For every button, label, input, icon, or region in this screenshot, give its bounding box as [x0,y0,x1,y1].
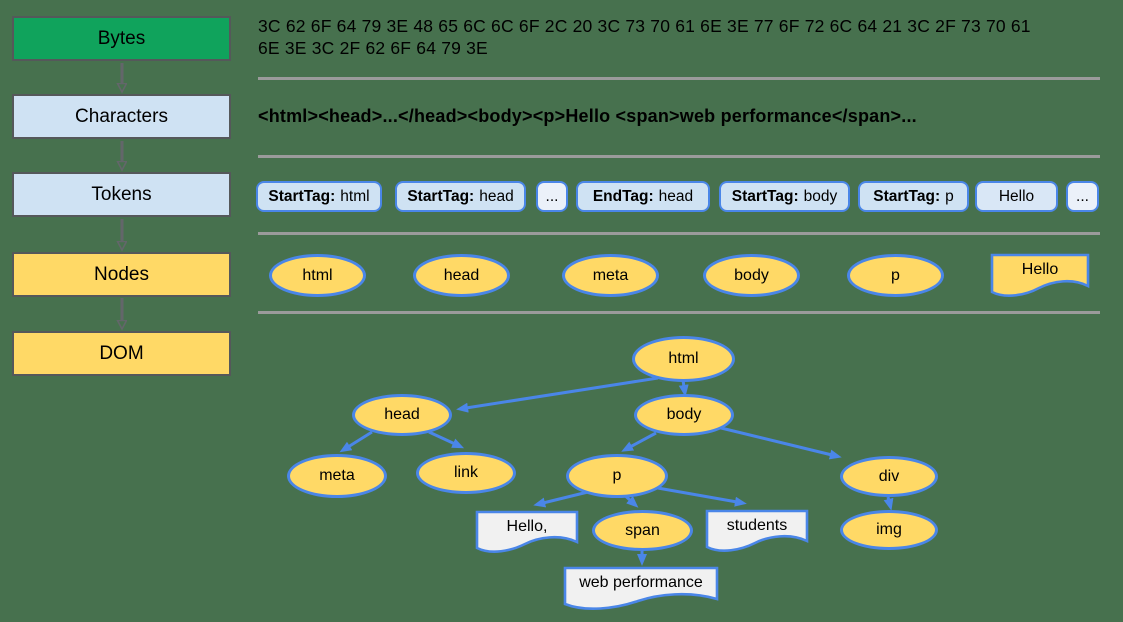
token-label: ... [1076,187,1089,205]
token-label: Hello [998,187,1035,205]
node-p: p [847,254,944,297]
document-shape [475,510,579,553]
characters-markup-text: <html><head>...</head><body><p>Hello <sp… [258,106,917,126]
token-prefix: StartTag: [873,187,941,205]
row-divider-1 [258,77,1100,80]
node-label: meta [592,266,629,284]
dom-node-div: div [840,456,938,497]
pipeline-box-bytes: Bytes [12,16,231,61]
dom-textnode-students: students [705,509,809,555]
pipeline-label-characters: Characters [75,105,168,127]
row-divider-3 [258,232,1100,235]
pipeline-box-tokens: Tokens [12,172,231,217]
token-value: body [803,187,838,205]
node-body: body [703,254,800,297]
dom-node-link: link [416,452,516,494]
dom-node-img: img [840,510,938,550]
edge-head-link [428,430,465,449]
dom-node-head: head [352,394,452,436]
pipeline-label-dom: DOM [99,342,144,364]
token-value: html [340,187,370,205]
pipeline-label-bytes: Bytes [97,27,146,49]
bytes-hex-line-1: 3C 62 6F 64 79 3E 48 65 6C 6C 6F 2C 20 3… [258,16,1031,36]
token-starttag-html: StartTag: html [256,181,382,212]
token-prefix: StartTag: [268,187,336,205]
document-shape [705,509,809,552]
dom-node-label: div [878,467,900,485]
dom-textnode-label: web performance [579,574,703,591]
row-divider-4 [258,311,1100,314]
token-value: p [945,187,954,205]
pipeline-label-nodes: Nodes [94,263,149,285]
node-label: p [891,266,900,284]
edge-head-meta [339,430,373,453]
token-endtag-head: EndTag: head [576,181,710,212]
dom-node-span: span [592,510,693,551]
node-html: html [269,254,366,297]
document-shape [563,566,719,610]
edge-div-img [883,496,894,511]
token-starttag-p: StartTag: p [858,181,969,212]
node-head: head [413,254,510,297]
node-label: Hello [1021,261,1059,278]
dom-textnode-hello: Hello, [475,510,579,556]
edge-body-div [716,425,842,460]
token-text-hello: Hello [975,181,1058,212]
node-meta: meta [562,254,659,297]
dom-textnode-web-performance: web performance [563,566,719,612]
dom-node-label: img [876,521,902,538]
document-shape [990,253,1090,297]
pipeline-label-tokens: Tokens [91,183,152,205]
dom-node-label: html [668,350,699,367]
pipeline-box-dom: DOM [12,331,231,376]
node-label: body [734,266,769,284]
token-label: ... [545,187,559,205]
dom-node-label: span [625,521,660,539]
token-prefix: StartTag: [407,187,475,205]
row-divider-2 [258,155,1100,158]
dom-node-label: p [612,467,622,484]
dom-node-label: link [453,464,478,481]
dom-node-meta: meta [287,454,387,498]
token-starttag-body: StartTag: body [719,181,850,212]
dom-textnode-label: students [726,517,788,534]
bytes-hex-line-2: 6E 3E 3C 2F 62 6F 64 79 3E [258,38,488,58]
edge-html-head [456,376,659,413]
token-value: head [479,187,514,205]
token-ellipsis-1: ... [536,181,568,212]
node-text-hello: Hello [990,253,1090,301]
dom-node-label: meta [319,467,355,484]
edge-body-p [621,431,657,452]
dom-node-p: p [566,454,668,498]
edge-p-students [651,485,747,507]
dom-node-html: html [632,336,735,382]
node-label: head [443,266,480,284]
dom-node-body: body [634,394,734,436]
pipeline-box-characters: Characters [12,94,231,139]
token-value: head [658,187,694,205]
token-prefix: EndTag: [592,187,654,205]
dom-node-label: head [384,406,420,423]
pipeline-box-nodes: Nodes [12,252,231,297]
token-starttag-head: StartTag: head [395,181,526,212]
token-ellipsis-2: ... [1066,181,1099,212]
token-prefix: StartTag: [731,187,799,205]
dom-textnode-label: Hello, [506,518,548,535]
dom-node-label: body [666,406,702,423]
bytes-hex-text: 3C 62 6F 64 79 3E 48 65 6C 6C 6F 2C 20 3… [258,15,1031,59]
node-label: html [302,266,333,284]
